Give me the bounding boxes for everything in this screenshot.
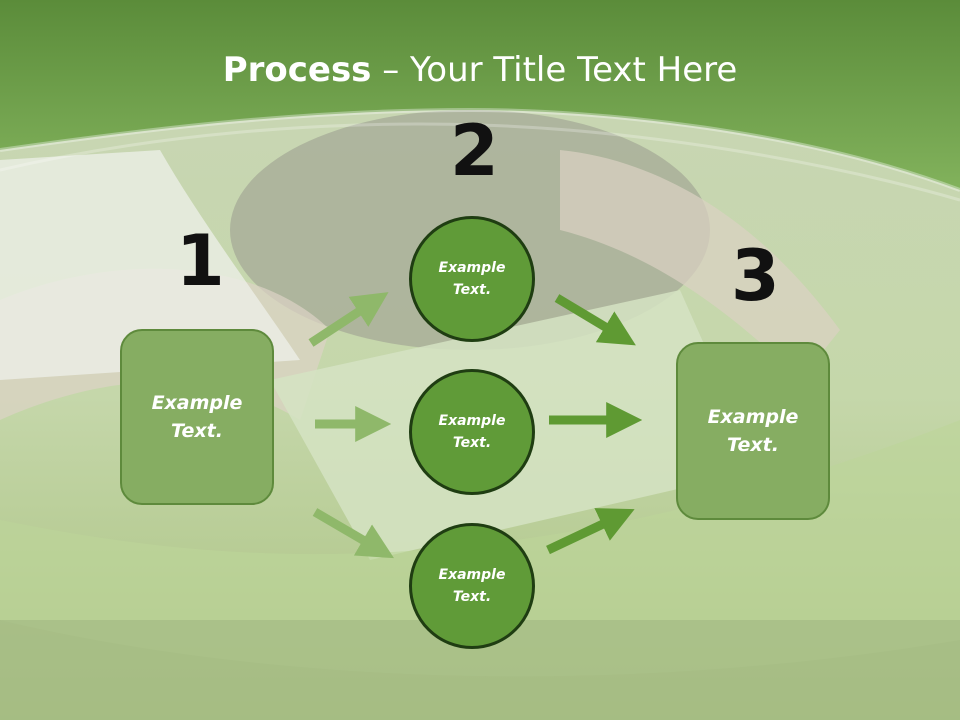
arrow-left-to-bottom	[312, 508, 394, 559]
arrow-bottom-to-right	[546, 508, 635, 555]
title-rest: – Your Title Text Here	[371, 50, 738, 90]
step-number-2: 2	[450, 110, 499, 192]
step-number-3: 3	[731, 235, 780, 317]
arrow-top-to-right	[554, 294, 636, 346]
page-title: Process – Your Title Text Here	[0, 50, 960, 90]
step-number-1: 1	[176, 220, 225, 302]
arrow-left-to-top	[308, 292, 389, 347]
title-bold: Process	[222, 50, 372, 90]
